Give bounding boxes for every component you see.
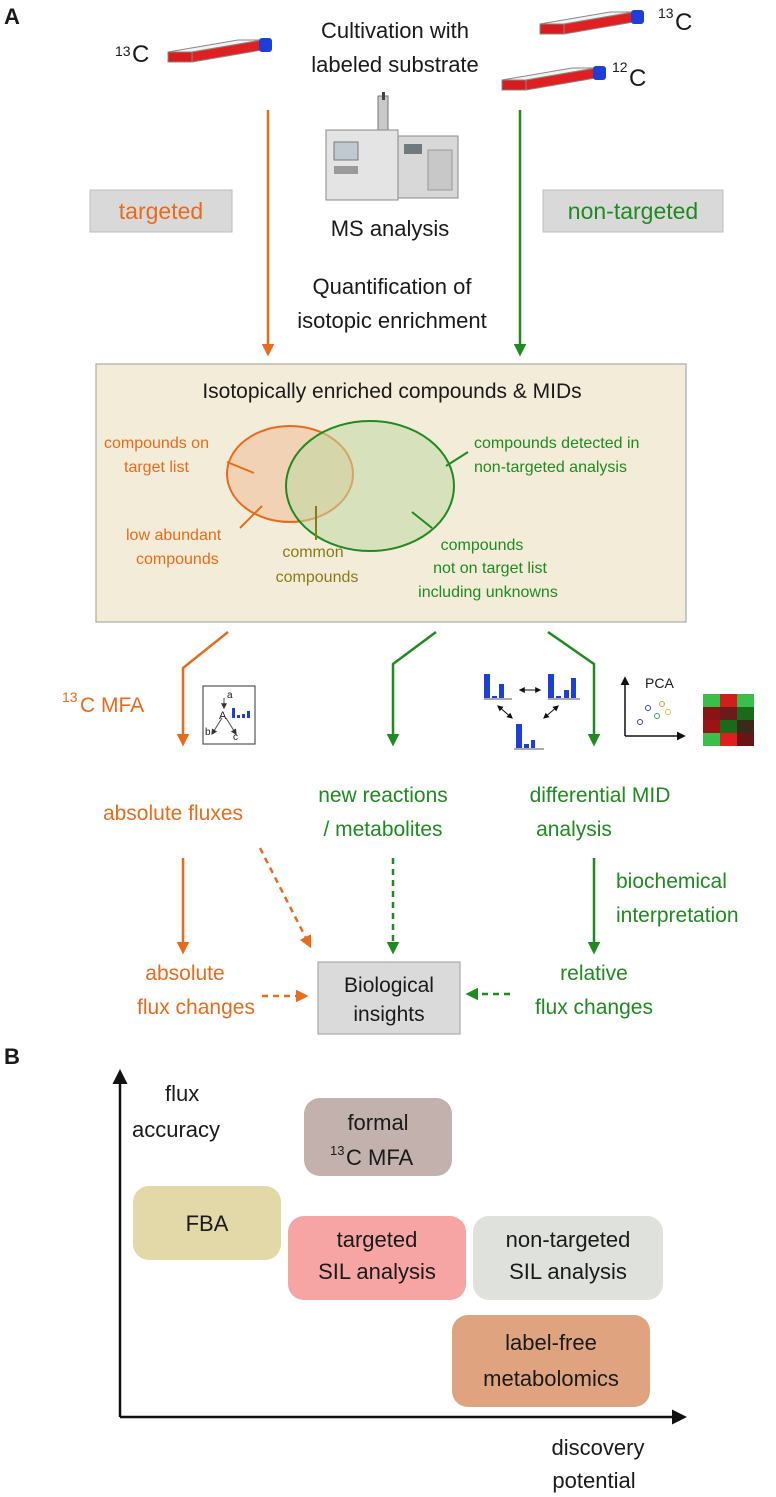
heatmap-icon <box>703 694 754 746</box>
common-line2: compounds <box>276 569 359 586</box>
venn-title: Isotopically enriched compounds & MIDs <box>202 380 581 403</box>
biological-line1: Biological <box>344 974 434 997</box>
y-axis-label-line2: accuracy <box>132 1117 220 1142</box>
ms-instrument-icon <box>325 92 459 201</box>
panel-a-label: A <box>4 4 20 29</box>
mfa-branch-arrow <box>176 631 229 747</box>
not-on-list-line2: not on target list <box>433 560 547 577</box>
mini-network-icon <box>202 685 256 745</box>
fba-box <box>133 1186 281 1260</box>
x-axis-label-line2: potential <box>552 1468 635 1493</box>
flask-left-element: C <box>132 41 149 68</box>
not-on-list-line1: compounds <box>441 537 524 554</box>
new-reactions-line1: new reactions <box>318 784 448 807</box>
non-targeted-label: non-targeted <box>568 198 698 224</box>
low-abundant-leader <box>239 505 263 529</box>
low-abundant-line1: low abundant <box>126 527 222 544</box>
flask-left-sup: 13 <box>115 43 131 59</box>
pca-plot-icon <box>620 676 686 741</box>
biochemical-line2: interpretation <box>616 904 739 927</box>
label-free-line2: metabolomics <box>483 1366 619 1391</box>
absolute-to-insights-arrow <box>258 847 312 949</box>
biochemical-line1: biochemical <box>616 870 727 893</box>
common-line1: common <box>282 544 343 561</box>
flask-right-top-icon <box>539 10 644 35</box>
cultivation-line2: labeled substrate <box>311 52 479 77</box>
differential-line1: differential MID <box>530 784 671 807</box>
non-targeted-sil-box <box>473 1216 663 1300</box>
flask-right-bottom-sup: 12 <box>612 59 628 75</box>
formal-line2: C MFA <box>346 1145 414 1170</box>
flask-left-icon <box>167 38 272 63</box>
new-reactions-line2: / metabolites <box>323 818 442 841</box>
detected-leader <box>445 451 469 467</box>
differential-line2: analysis <box>536 818 612 841</box>
detected-line1: compounds detected in <box>474 435 639 452</box>
not-on-list-line3: including unknowns <box>418 584 558 601</box>
cultivation-line1: Cultivation with <box>321 18 469 43</box>
network-node-A: A <box>219 710 227 722</box>
quantification-line1: Quantification of <box>313 274 473 299</box>
target-list-line2: target list <box>124 459 189 476</box>
ms-analysis-label: MS analysis <box>331 216 450 241</box>
relative-changes-line2: flux changes <box>535 996 653 1019</box>
target-list-leader <box>226 461 255 474</box>
new-reactions-branch-arrow <box>386 630 437 747</box>
flask-right-bottom-element: C <box>629 65 646 92</box>
detected-line2: non-targeted analysis <box>474 459 627 476</box>
flask-right-top-sup: 13 <box>658 5 674 21</box>
formal-mfa-box <box>304 1098 452 1176</box>
label-free-box <box>452 1315 650 1407</box>
targeted-sil-box <box>288 1216 466 1300</box>
target-list-line1: compounds on <box>104 435 209 452</box>
formal-sup: 13 <box>330 1143 344 1158</box>
non-targeted-circle <box>285 420 455 552</box>
network-node-a: a <box>227 690 233 701</box>
non-targeted-sil-line2: SIL analysis <box>509 1259 627 1284</box>
panel-b-label: B <box>4 1044 20 1069</box>
y-axis-label-line1: flux <box>165 1081 199 1106</box>
absolute-changes-line2: flux changes <box>137 996 255 1019</box>
relative-changes-line1: relative <box>560 962 628 985</box>
targeted-box <box>89 189 233 233</box>
quantification-line2: isotopic enrichment <box>297 308 487 333</box>
absolute-fluxes-label: absolute fluxes <box>103 802 243 825</box>
fba-label: FBA <box>186 1211 229 1236</box>
x-axis-label-line1: discovery <box>552 1435 645 1460</box>
targeted-sil-line1: targeted <box>337 1227 418 1252</box>
absolute-changes-line1: absolute <box>145 962 224 985</box>
mfa-sup: 13 <box>62 689 78 705</box>
formal-line1: formal <box>347 1110 408 1135</box>
targeted-label: targeted <box>119 198 203 224</box>
targeted-sil-line2: SIL analysis <box>318 1259 436 1284</box>
biological-insights-box <box>317 961 461 1035</box>
network-node-b: b <box>205 727 211 738</box>
not-on-list-leader <box>411 511 433 529</box>
mfa-text: C MFA <box>80 694 144 717</box>
mid-comparison-icon <box>484 674 580 750</box>
label-free-line1: label-free <box>505 1330 597 1355</box>
differential-branch-arrow <box>547 630 601 747</box>
non-targeted-sil-line1: non-targeted <box>506 1227 631 1252</box>
pca-label: PCA <box>645 675 674 691</box>
non-targeted-box <box>542 189 724 233</box>
network-node-c: c <box>233 732 238 743</box>
flask-right-bottom-icon <box>501 66 606 91</box>
biological-line2: insights <box>353 1003 424 1026</box>
flask-right-top-element: C <box>675 9 692 36</box>
low-abundant-line2: compounds <box>136 551 219 568</box>
